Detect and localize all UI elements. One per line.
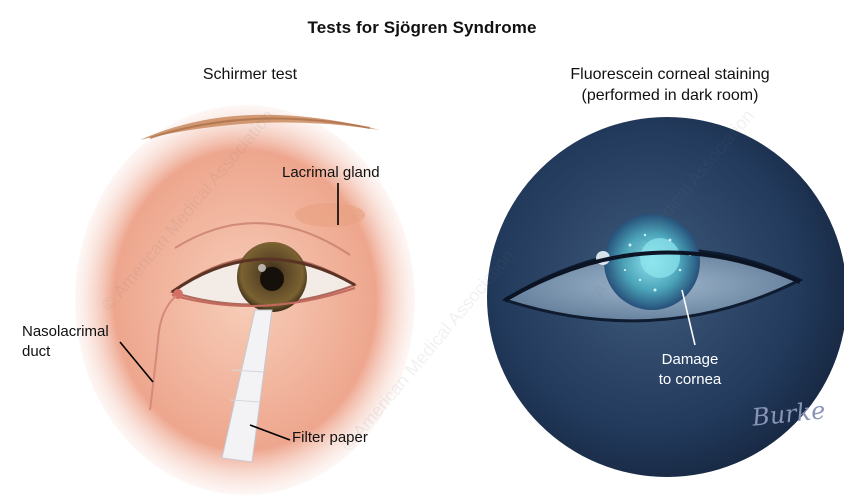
leader-filter-paper <box>249 424 291 441</box>
filter-paper-strip <box>221 309 273 463</box>
label-lacrimal-gland: Lacrimal gland <box>282 164 380 181</box>
nasolacrimal-duct-drawing <box>149 295 177 411</box>
label-filter-paper: Filter paper <box>292 429 368 446</box>
label-damage-to-cornea: Damage to cornea <box>658 351 722 388</box>
fluorescein-staining-title: Fluorescein corneal staining (performed … <box>510 64 830 106</box>
lacrimal-gland-drawing <box>295 203 365 227</box>
figure-title: Tests for Sjögren Syndrome <box>307 18 537 37</box>
leader-damage <box>681 289 696 346</box>
label-nasolacrimal-duct: Nasolacrimal duct <box>22 323 109 360</box>
leader-nasolacrimal-duct <box>119 341 154 383</box>
fluorescein-title-text: Fluorescein corneal staining (performed … <box>570 66 770 104</box>
schirmer-test-title: Schirmer test <box>202 66 298 83</box>
